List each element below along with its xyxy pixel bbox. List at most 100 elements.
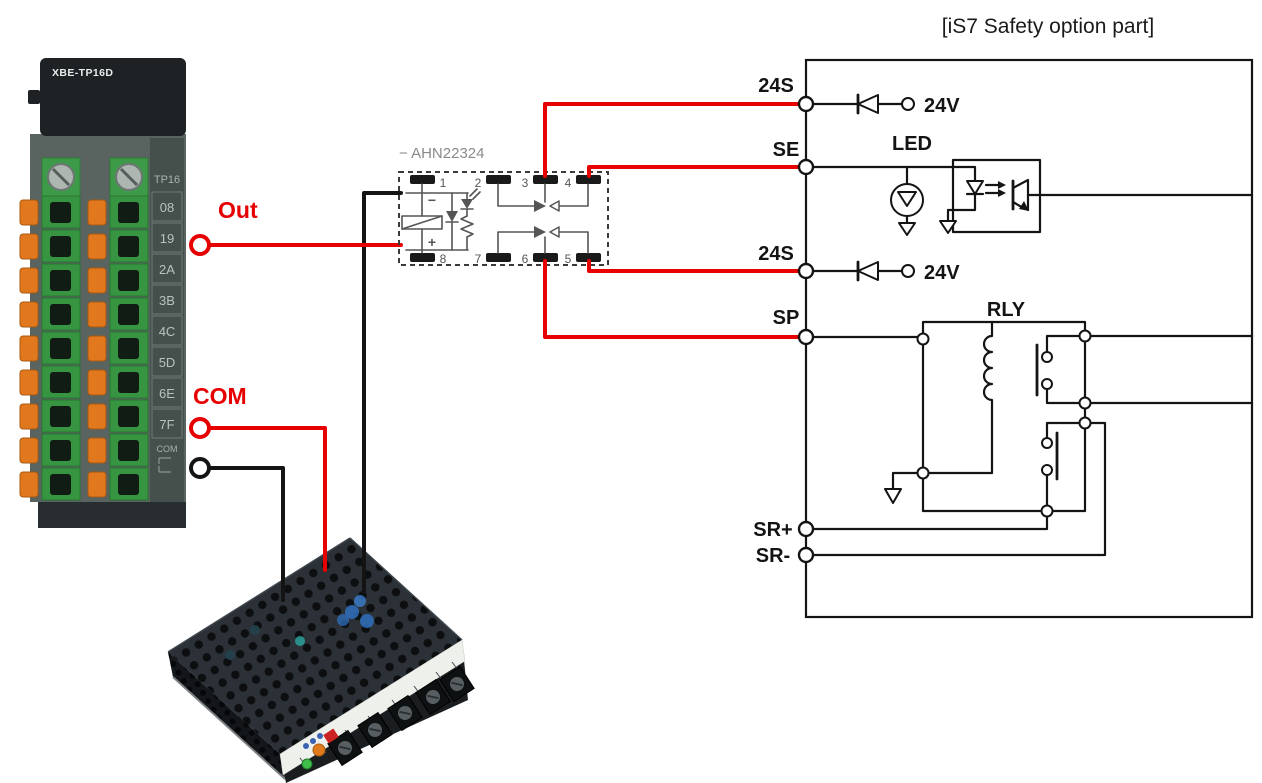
rly-label: RLY [987, 299, 1026, 321]
psu-terminal-block [327, 665, 475, 767]
pin-label: 6 [522, 252, 529, 266]
plc-footer [38, 502, 186, 528]
wire-red-com-to-psu [207, 426, 327, 572]
connector-row [19, 263, 149, 297]
plc-row-label: 2A [159, 262, 175, 277]
psu-label-strip [279, 639, 466, 776]
wire-red-pin3-to-24s [543, 102, 801, 178]
plc-strip-title: TP16 [154, 174, 180, 186]
relay-module-name: − AHN22324 [399, 145, 484, 162]
plc-side-nub [28, 90, 40, 104]
connector-row [19, 399, 149, 433]
plc-top-cap [40, 58, 186, 136]
diode-symbol [857, 94, 879, 114]
junction-node [1078, 416, 1092, 430]
relay-coil-symbol: − + [401, 183, 481, 254]
led-label: LED [892, 133, 932, 155]
plc-connector-rows [19, 195, 149, 501]
wire-red-pin4-to-se [587, 165, 801, 178]
ground-symbol [884, 488, 902, 504]
coil-minus: − [428, 192, 436, 208]
24v-label: 24V [924, 262, 960, 284]
pin-label: 1 [440, 176, 447, 190]
signal-wiring-red [543, 102, 801, 339]
plc-model-label: XBE-TP16D [52, 67, 113, 79]
plc-label-strip [150, 138, 184, 502]
power-supply-photo [167, 537, 475, 783]
wire-black-psu-to-module [362, 191, 403, 594]
relay-module-pads [410, 175, 601, 262]
wire-red-pin5-to-24s2 [587, 259, 801, 273]
pin-label: 3 [522, 176, 529, 190]
psu-led-green [301, 758, 313, 770]
plc-row-label: 4C [159, 324, 176, 339]
terminal-label-24s-2: 24S [758, 243, 794, 265]
24s-diode-row-2: 24V [811, 260, 960, 284]
plc-row-label: 7F [159, 417, 174, 432]
connector-row [19, 467, 149, 501]
24v-node [901, 264, 915, 278]
terminal-label-srminus: SR- [756, 545, 790, 567]
com-terminal-ring [189, 417, 211, 439]
safety-terminals: 24S SE 24S SP SR+ SR- [753, 75, 815, 567]
connector-row [19, 229, 149, 263]
ssr-contact-symbol-top [497, 183, 589, 212]
plc-terminal-id-column: 08 19 2A 3B 4C 5D 6E 7F COM [151, 191, 183, 473]
pin-label: 4 [565, 176, 572, 190]
terminal-sp [797, 328, 815, 346]
24v-label: 24V [924, 95, 960, 117]
safety-box-title: [iS7 Safety option part] [942, 15, 1154, 38]
relay-coil-symbol [921, 320, 994, 475]
connector-row [19, 433, 149, 467]
psu-capacitors [225, 595, 374, 660]
terminal-srplus [797, 520, 815, 538]
relay-outline [921, 320, 1087, 513]
srminus-line [811, 421, 1107, 557]
coil-plus: + [428, 234, 436, 250]
led-symbol [890, 165, 924, 236]
wire-black-com-minus-to-psu [207, 466, 285, 602]
psu-top-edge-highlight2 [349, 537, 463, 641]
flyback-diode-symbol [445, 192, 459, 251]
terminal-label-se: SE [773, 139, 800, 161]
com-label: COM [193, 383, 247, 409]
terminal-srminus [797, 546, 815, 564]
rly-relay-circuit: RLY [811, 299, 1254, 557]
junction-node [1040, 504, 1054, 518]
field-wiring: Out COM [189, 191, 403, 602]
connector-row [19, 331, 149, 365]
24s-diode-row-1: 24V [811, 93, 960, 117]
out-terminal-ring [189, 234, 211, 256]
junction-node [1078, 396, 1092, 410]
plc-row-label: 6E [159, 386, 175, 401]
terminal-24s-2 [797, 262, 815, 280]
plc-row-label: 5D [159, 355, 176, 370]
plc-row-label: 3B [159, 293, 175, 308]
safety-box-outline [804, 58, 1254, 619]
relay-contact-lower [1041, 421, 1087, 513]
plc-com-label: COM [157, 444, 178, 454]
junction-node [916, 332, 930, 346]
plc-module-photo: XBE-TP16D TP16 08 19 2A 3B 4C 5D 6E 7F C… [19, 58, 186, 528]
pin-label: 8 [440, 252, 447, 266]
psu-pcb-components [301, 728, 339, 770]
relay-module-dashed-border [398, 171, 609, 266]
led-resistor-symbol [460, 188, 481, 251]
diode-symbol [857, 261, 879, 281]
relay-module-schematic: − AHN22324 1 2 3 4 8 7 6 5 − + [398, 145, 609, 266]
terminal-se [797, 158, 815, 176]
junction-node [1078, 329, 1092, 343]
relay-ground [884, 471, 925, 504]
relay-contact-upper [1035, 334, 1087, 405]
phototransistor-symbol [1011, 178, 1030, 212]
psu-left-face-vents [168, 652, 285, 779]
ground-symbol [898, 222, 916, 236]
srplus-line [811, 509, 1049, 531]
wire-red-pin6-to-sp [543, 259, 801, 339]
se-input-circuit: LED [811, 133, 1254, 236]
safety-option-box: [iS7 Safety option part] 24V 24V LED [753, 15, 1254, 619]
terminal-label-srplus: SR+ [753, 519, 792, 541]
ssr-contact-symbol-bottom [497, 226, 589, 254]
out-label: Out [218, 197, 258, 223]
